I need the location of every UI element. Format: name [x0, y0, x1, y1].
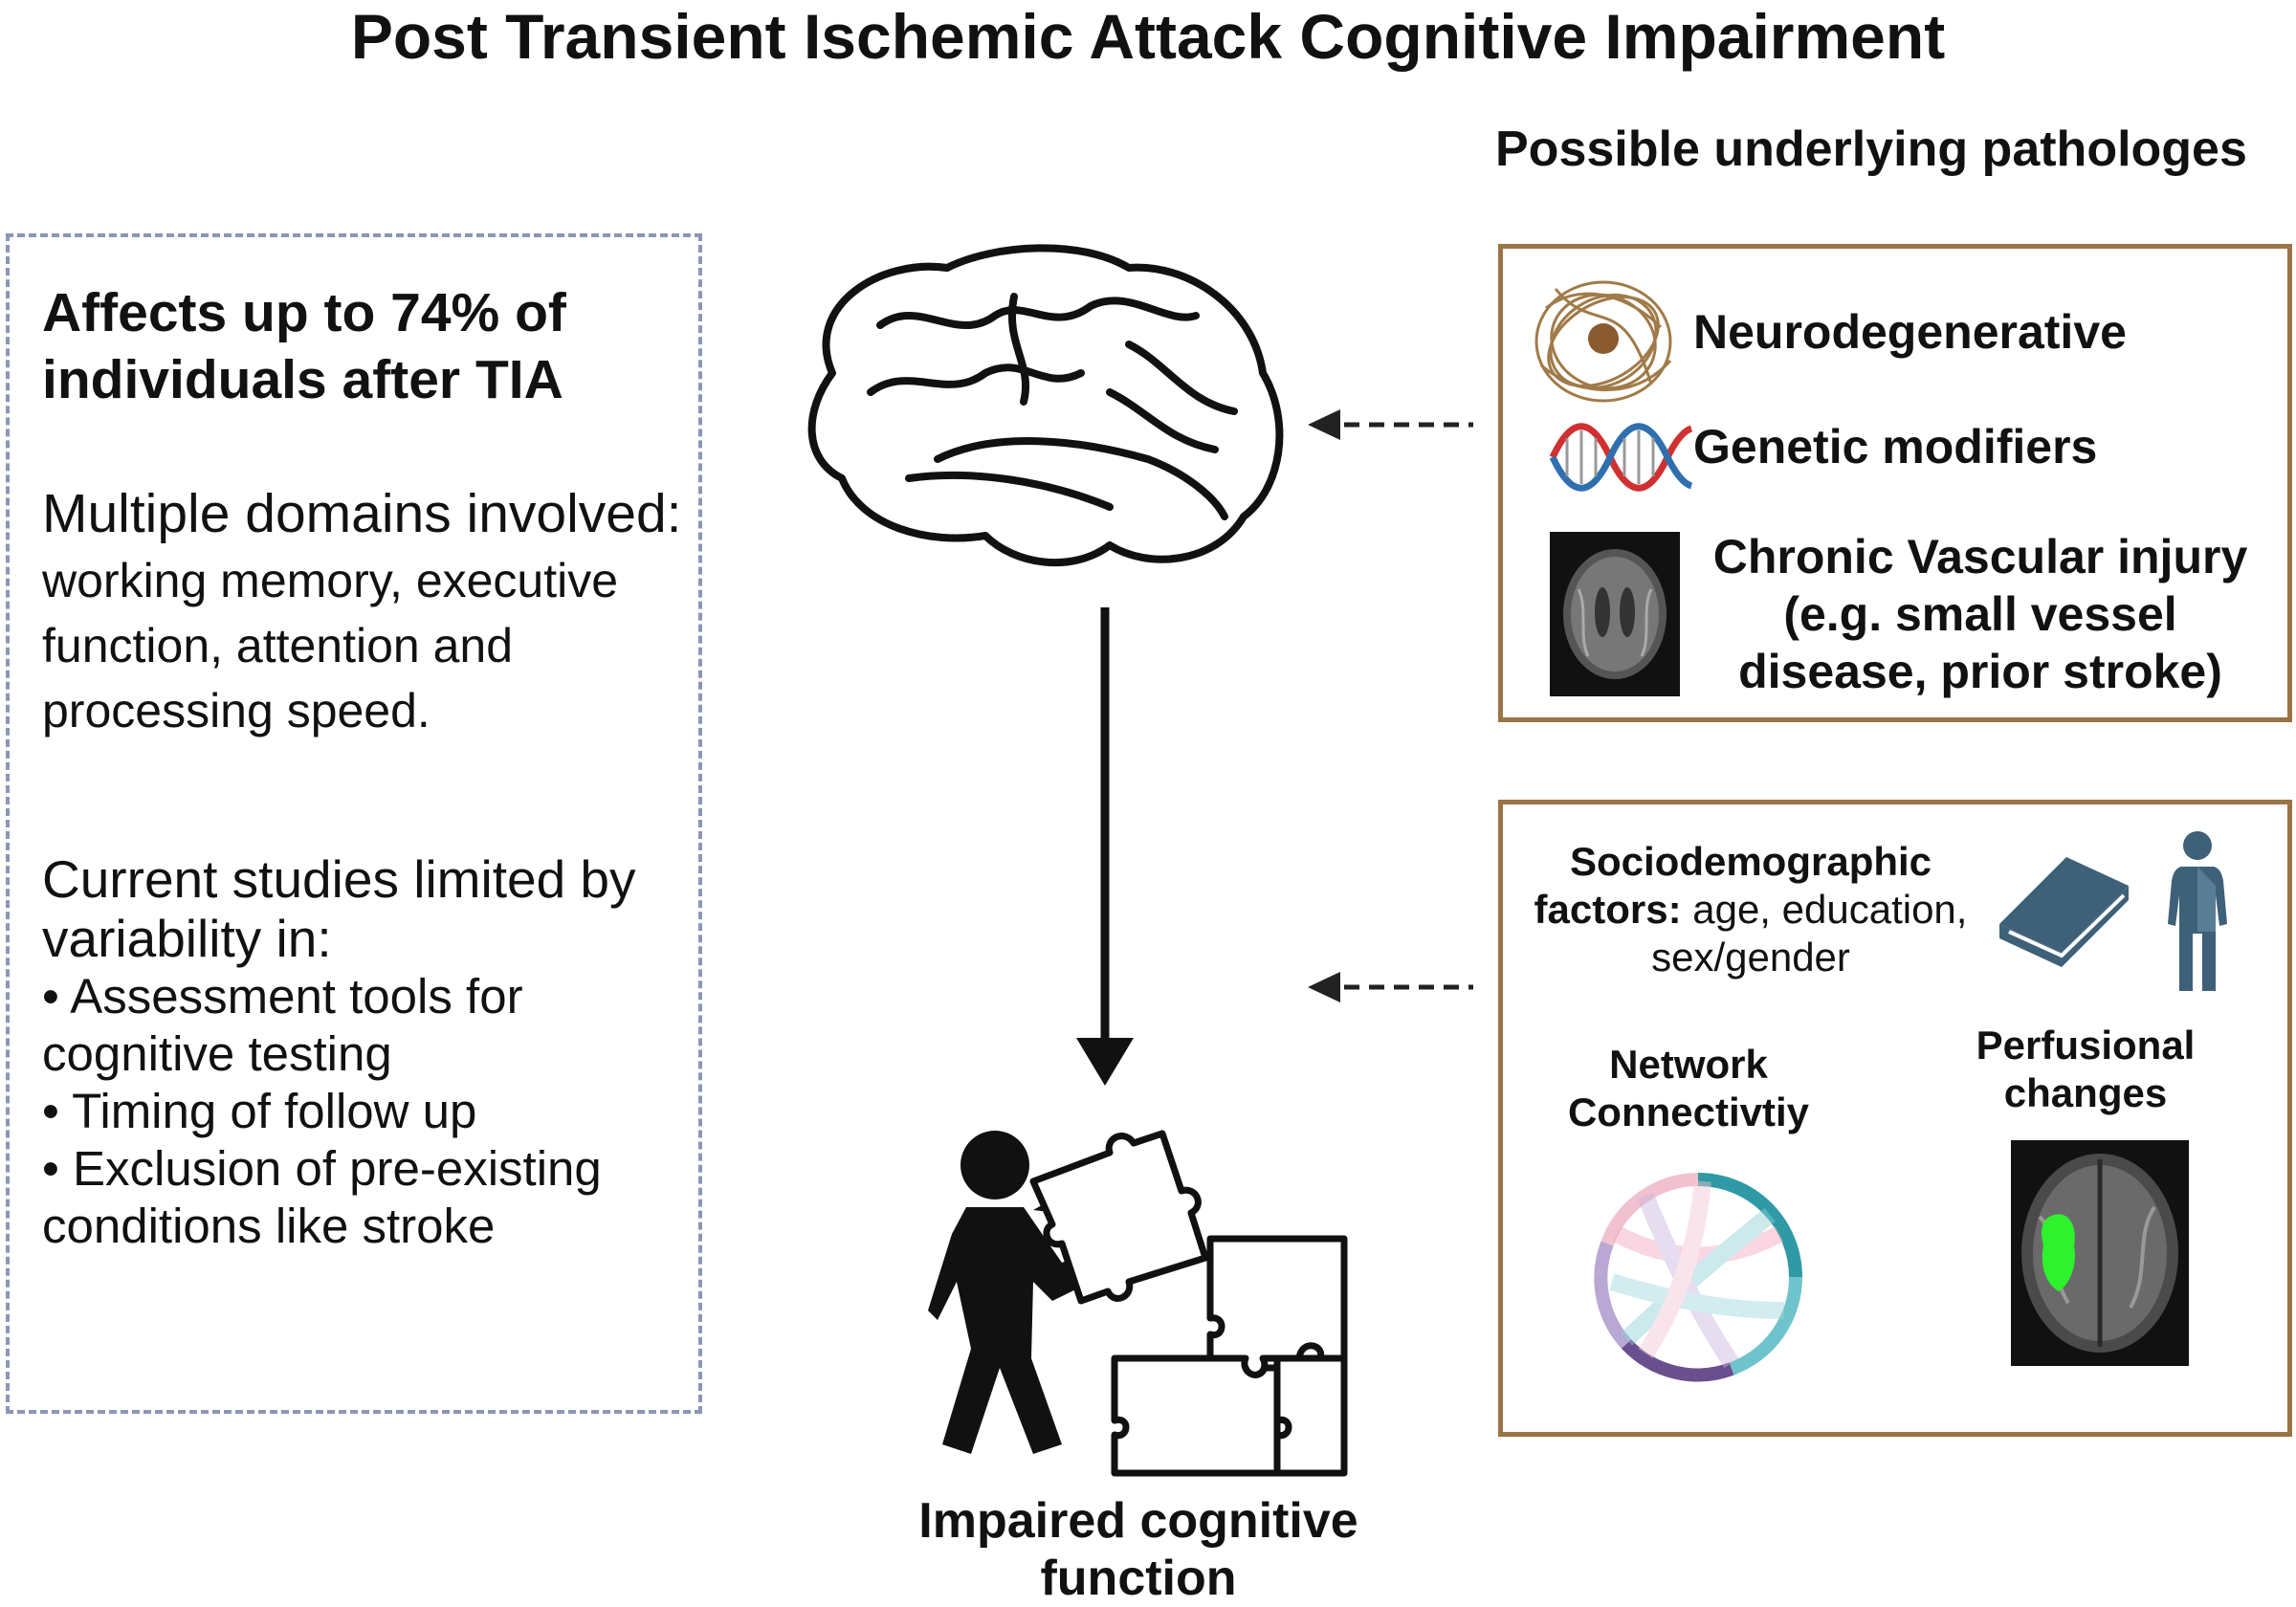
connectivity-circle-icon — [1594, 1173, 1803, 1382]
sociodemographic-list: age, education, sex/gender — [1651, 887, 1968, 980]
pathologies-box — [1498, 244, 2292, 722]
book-icon — [1999, 857, 2129, 967]
sociodemographic-label: Sociodemographic factors: age, education… — [1521, 838, 1980, 981]
limitations-intro: Current studies limited by variability i… — [42, 849, 636, 968]
limitations-paragraph: Current studies limited by variability i… — [42, 849, 702, 1255]
dna-icon — [1549, 423, 1693, 492]
arrow-icon — [1308, 972, 1473, 1002]
arrow-icon — [1076, 607, 1134, 1086]
outcome-label: Impaired cognitive function — [918, 1493, 1358, 1606]
domains-list: working memory, executive function, atte… — [42, 554, 619, 737]
pathologies-heading: Possible underlying pathologes — [1495, 121, 2247, 177]
genetic-modifiers-label: Genetic modifiers — [1693, 420, 2098, 473]
arrow-icon — [1308, 409, 1473, 440]
amyloid-plaque-icon — [1534, 280, 1672, 403]
vascular-injury-label: Chronic Vascular injury (e.g. small vess… — [1712, 530, 2248, 698]
limitation-item: • Timing of follow up — [42, 1084, 477, 1138]
summary-box — [6, 233, 702, 1414]
domains-intro: Multiple domains involved: — [42, 483, 682, 544]
domains-paragraph: Multiple domains involved: working memor… — [42, 482, 702, 742]
sociodemographic-heading: Sociodemographic factors: — [1534, 839, 1932, 932]
brain-icon — [807, 244, 1284, 567]
perfusion-scan-icon — [2011, 1140, 2189, 1366]
limitation-item: • Assessment tools for cognitive testing — [42, 969, 523, 1081]
person-gender-icon — [2168, 831, 2227, 991]
neurodegenerative-label: Neurodegenerative — [1693, 305, 2127, 359]
perfusional-changes-label: Perfusional changes — [1976, 1023, 2196, 1115]
mri-scan-icon — [1550, 532, 1680, 696]
person-puzzle-icon — [928, 1130, 1348, 1477]
page-title: Post Transient Ischemic Attack Cognitive… — [350, 1, 1946, 72]
risk-factors-box — [1498, 800, 2292, 1437]
network-connectivity-label: Network Connectivtiy — [1567, 1042, 1810, 1134]
prevalence-headline: Affects up to 74% of individuals after T… — [42, 282, 566, 410]
limitation-item: • Exclusion of pre-existing conditions l… — [42, 1141, 602, 1253]
